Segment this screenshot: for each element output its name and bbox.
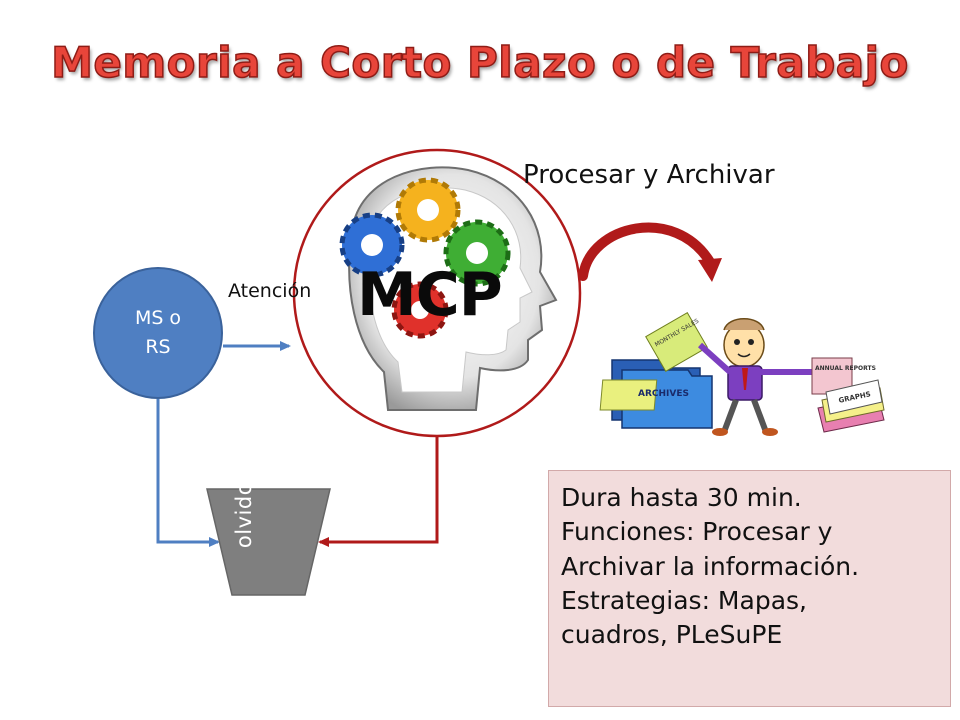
ms-rs-line1: MS o bbox=[134, 306, 182, 329]
gear-green-icon bbox=[443, 219, 511, 287]
page-title: Memoria a Corto Plazo o de Trabajo bbox=[50, 37, 909, 88]
annual-reports-label: ANNUAL REPORTS bbox=[815, 365, 876, 372]
info-line-strategies: Estrategias: Mapas, bbox=[561, 585, 807, 615]
olvido-funnel bbox=[206, 488, 331, 596]
gear-blue-icon bbox=[339, 212, 405, 278]
ms-rs-node: MS o RS bbox=[93, 267, 223, 399]
office-worker-clipart: ARCHIVES MONTHLY SALES ANNUAL REPORTS GR… bbox=[599, 311, 885, 436]
curved-arrow-icon bbox=[578, 222, 722, 282]
info-line-functions: Funciones: Procesar y bbox=[561, 517, 833, 547]
ms-rs-line2: RS bbox=[145, 336, 171, 358]
gear-red-icon bbox=[391, 281, 449, 339]
arrow-mcp-to-olvido bbox=[318, 437, 439, 547]
info-line-strategies-cont: cuadros, PLeSuPE bbox=[561, 620, 783, 649]
mcp-label: MCP bbox=[357, 260, 503, 330]
info-line-functions-cont: Archivar la información. bbox=[561, 551, 860, 581]
olvido-label: olvido bbox=[232, 481, 256, 549]
info-box: Dura hasta 30 min. Funciones: Procesar y… bbox=[548, 470, 951, 707]
atencion-label: Atención bbox=[228, 280, 312, 302]
info-line-duration: Dura hasta 30 min. bbox=[561, 483, 802, 512]
gear-yellow-icon bbox=[395, 177, 461, 243]
arrow-ms-to-olvido bbox=[156, 399, 220, 547]
procesar-archivar-label: Procesar y Archivar bbox=[523, 160, 775, 190]
archives-label: ARCHIVES bbox=[638, 389, 689, 399]
